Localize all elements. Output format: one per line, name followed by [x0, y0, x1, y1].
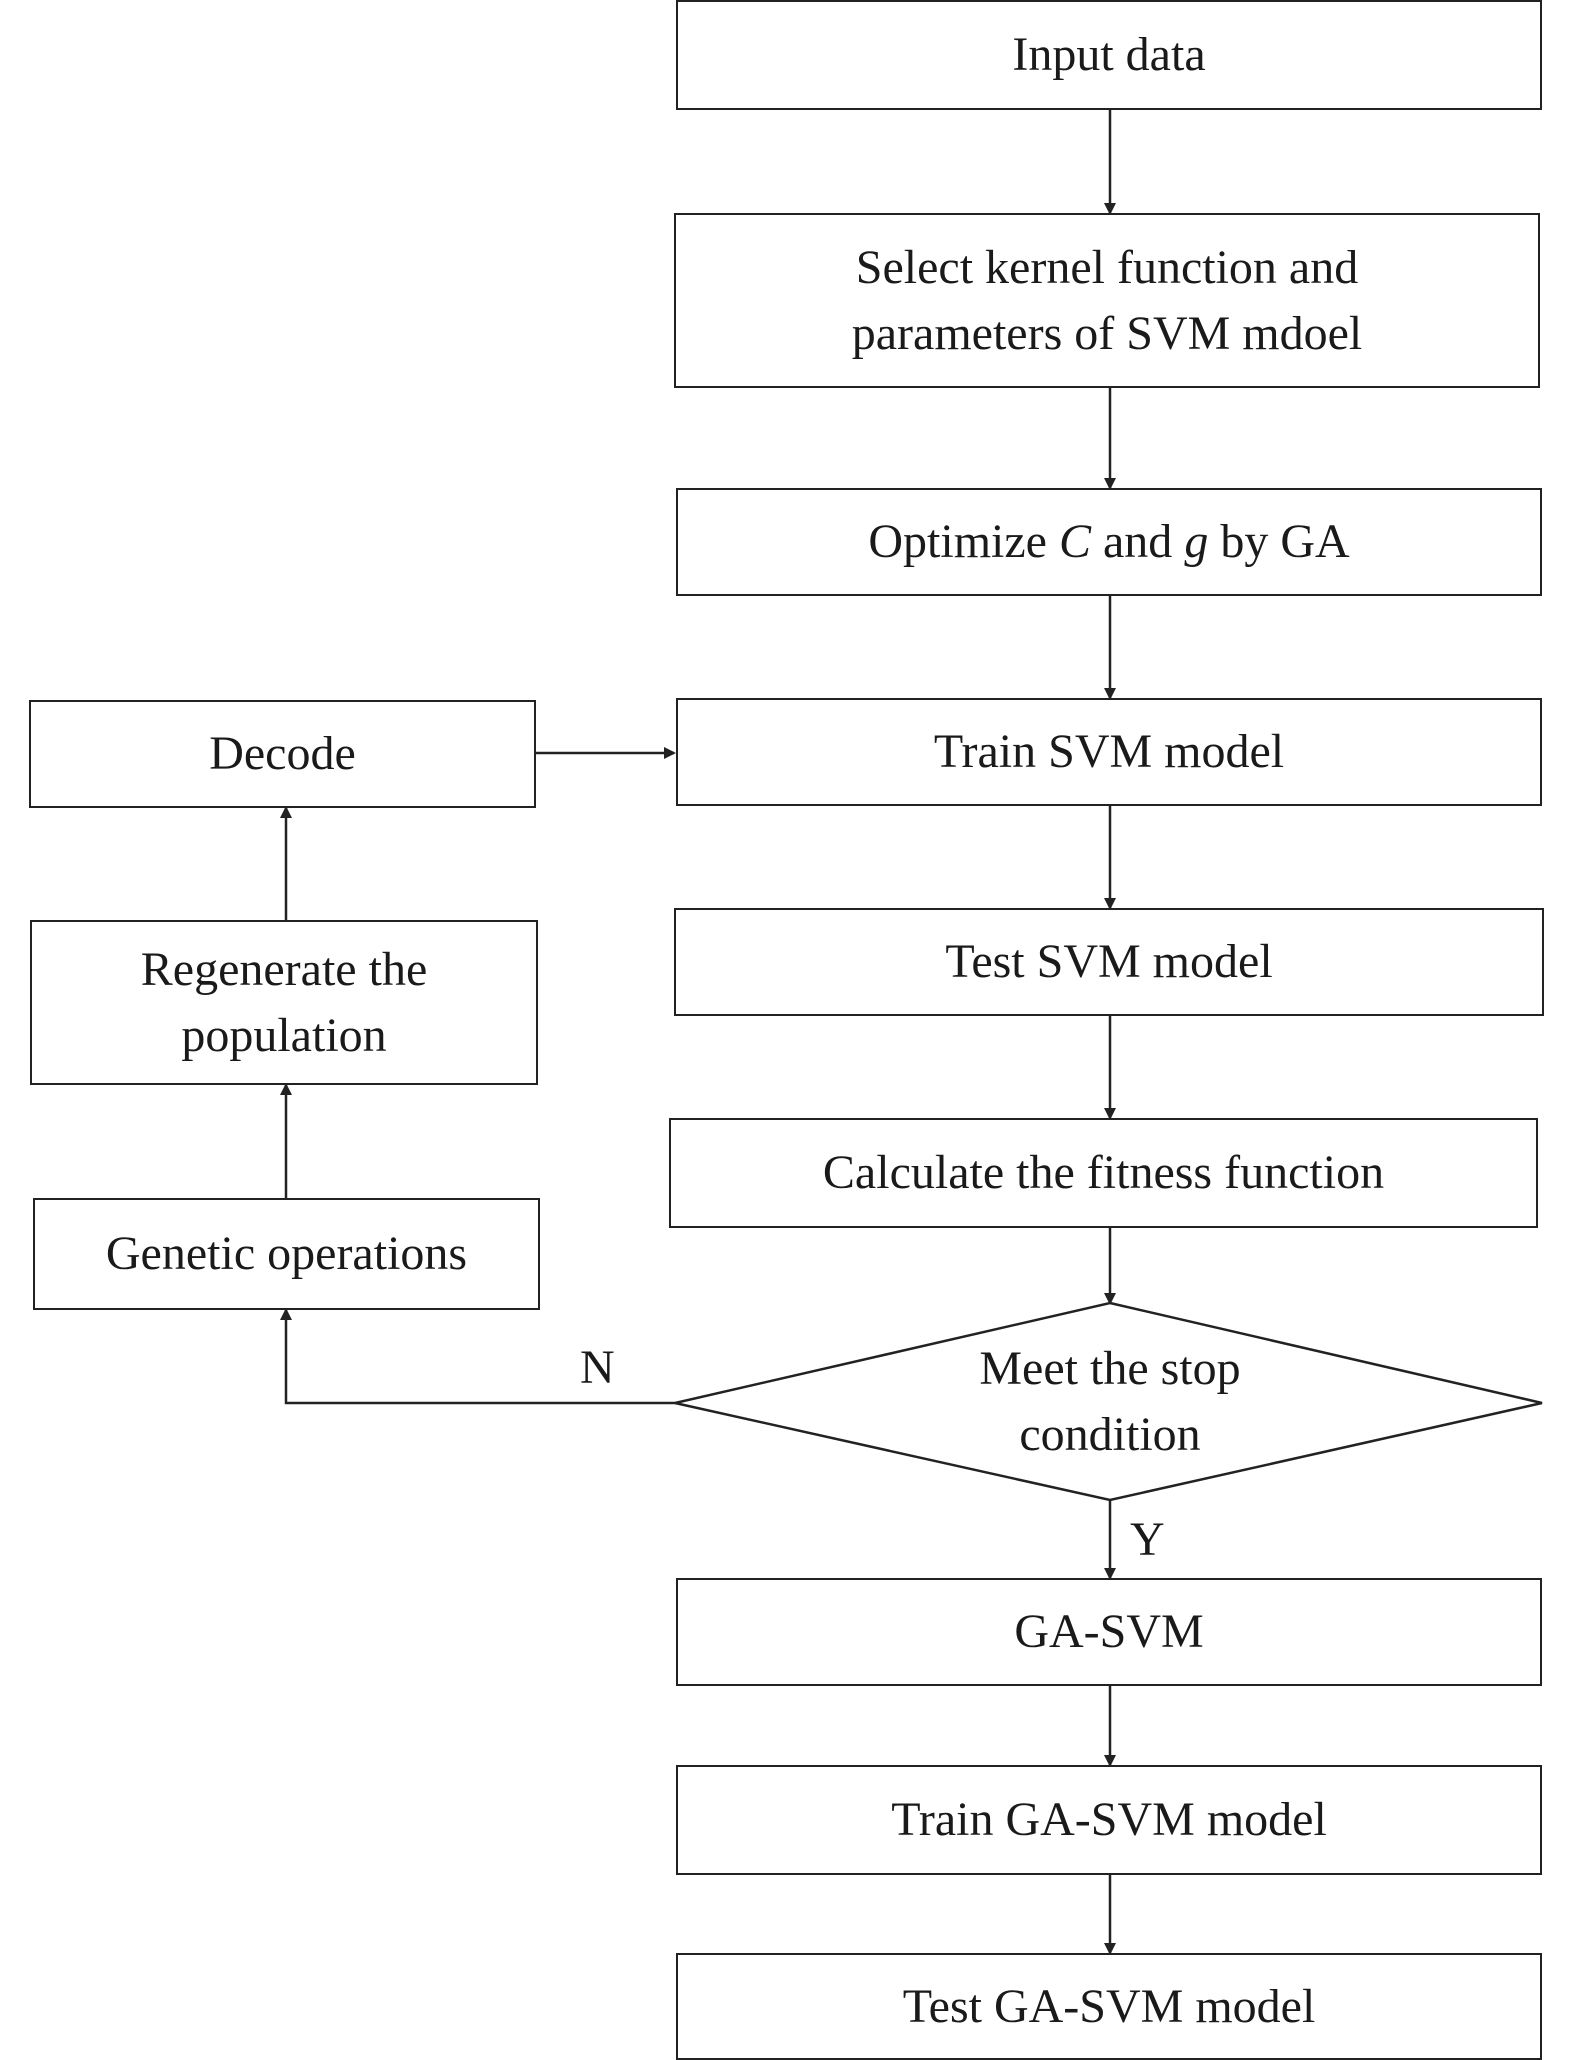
yes-branch-label: Y	[1130, 1513, 1165, 1566]
no-branch-label: N	[580, 1341, 615, 1394]
test-ga-svm-box: Test GA-SVM model	[676, 1953, 1542, 2060]
decode-label: Decode	[209, 727, 356, 780]
optimize-box: Optimize C and g by GA	[676, 488, 1542, 596]
stop-condition-diamond	[674, 1301, 1543, 1502]
optimize-label-g: g	[1184, 515, 1209, 568]
train-svm-label: Train SVM model	[933, 725, 1285, 778]
stop-condition-text: Meet the stop condition	[800, 1330, 1420, 1474]
fitness-box: Calculate the fitness function	[669, 1118, 1538, 1228]
ga-svm-box: GA-SVM	[676, 1578, 1542, 1686]
optimize-label-c: C	[1058, 515, 1091, 568]
input-data-label: Input data	[1012, 28, 1206, 81]
regenerate-label-line2: population	[181, 1008, 387, 1062]
fitness-label: Calculate the fitness function	[822, 1146, 1385, 1199]
genetic-ops-label: Genetic operations	[105, 1227, 468, 1280]
input-data-box: Input data	[676, 0, 1542, 110]
stop-condition-label-line2: condition	[1019, 1408, 1201, 1461]
arrow-stop-to-genetic-ops	[280, 1308, 675, 1405]
train-ga-svm-label: Train GA-SVM model	[891, 1793, 1327, 1846]
test-svm-box: Test SVM model	[674, 908, 1544, 1016]
decode-box: Decode	[29, 700, 536, 808]
optimize-label: Optimize C and g by GA	[868, 509, 1349, 575]
stop-condition-label-line1: Meet the stop	[979, 1342, 1241, 1395]
ga-svm-label: GA-SVM	[1014, 1605, 1204, 1658]
genetic-ops-box: Genetic operations	[33, 1198, 540, 1310]
select-kernel-box: Select kernel function and parameters of…	[674, 213, 1540, 388]
train-ga-svm-box: Train GA-SVM model	[676, 1765, 1542, 1875]
train-svm-box: Train SVM model	[676, 698, 1542, 806]
optimize-label-prefix: Optimize	[868, 515, 1059, 568]
select-kernel-label-line2: parameters of SVM mdoel	[851, 306, 1363, 360]
test-ga-svm-label: Test GA-SVM model	[902, 1979, 1316, 2033]
test-svm-label: Test SVM model	[945, 935, 1273, 988]
regenerate-box: Regenerate the population	[30, 920, 538, 1085]
select-kernel-label-line1: Select kernel function and	[855, 240, 1359, 294]
optimize-label-suffix: by GA	[1208, 515, 1350, 568]
optimize-label-middle: and	[1091, 515, 1185, 568]
regenerate-label-line1: Regenerate the	[140, 942, 428, 996]
